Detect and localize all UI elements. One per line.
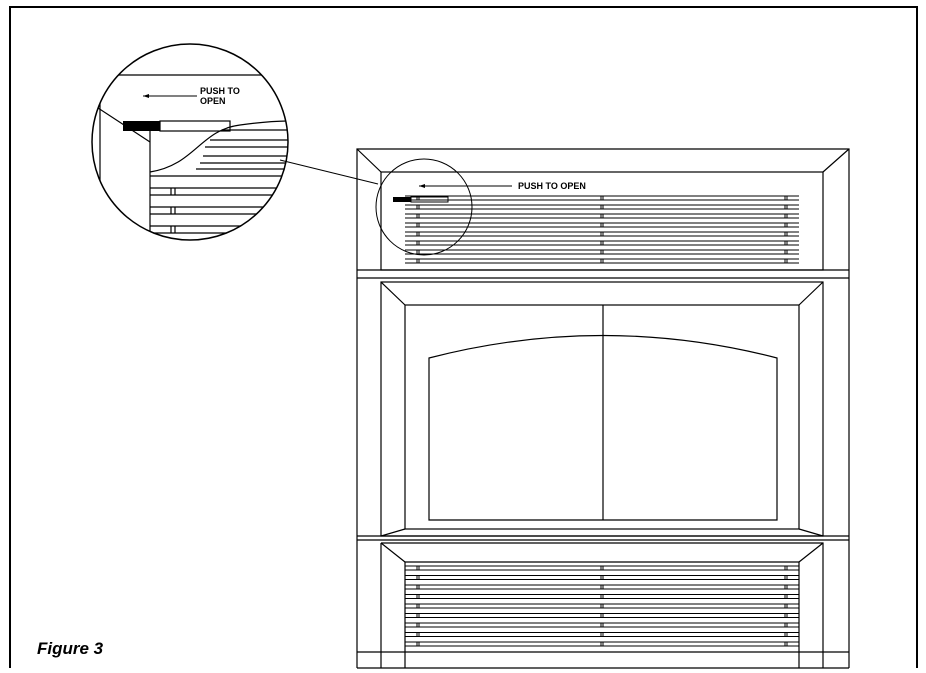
inset-circle — [91, 43, 289, 241]
inset-label-line2: OPEN — [200, 96, 226, 106]
latch-handle — [393, 197, 411, 202]
fireplace-surround — [356, 148, 850, 669]
inset-detail: PUSH TO OPEN — [91, 43, 289, 241]
push-to-open-label: PUSH TO OPEN — [518, 181, 586, 191]
push-arrowhead — [419, 184, 425, 188]
inset-label-line1: PUSH TO — [200, 86, 240, 96]
leader-line — [279, 159, 379, 185]
upper-louvers — [405, 195, 799, 264]
figure-caption: Figure 3 — [37, 639, 104, 658]
inset-arrowhead — [143, 94, 149, 98]
page-frame — [9, 6, 918, 668]
lower-louvers — [405, 565, 799, 647]
latch-slot — [410, 196, 449, 203]
detail-circle — [375, 158, 473, 256]
inset-latch-handle — [123, 121, 160, 131]
